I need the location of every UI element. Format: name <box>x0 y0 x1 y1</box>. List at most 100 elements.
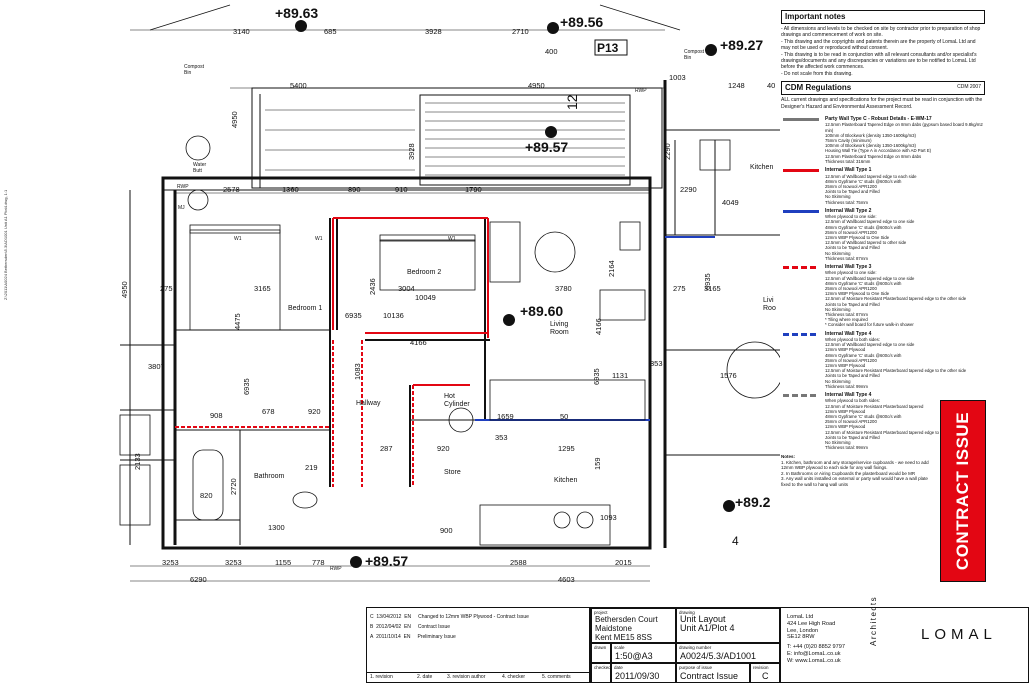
revision-header: 1. revision 2. date 3. revision author 4… <box>367 672 589 682</box>
dim: 3928 <box>425 27 442 36</box>
legend-line: 48mm Gypframe 'C' studs @600c/s with <box>825 178 902 184</box>
drawing-number: A0024/5.3/AD1001 <box>680 651 757 661</box>
legend-line: 12mm WBP Plywood <box>825 363 866 369</box>
legend-line: 25mm of Isowool APR1200 <box>825 183 877 189</box>
label: date <box>614 665 623 670</box>
legend-line: 12.5mm of Wallboard tapered edge to one … <box>825 219 915 225</box>
level-right: +89.2 <box>735 494 771 510</box>
dim: 10049 <box>415 293 436 302</box>
label-kitchen-right: Kitchen <box>750 164 773 171</box>
legend-line: 12.5mm of Moisture Resistant Plasterboar… <box>825 429 967 435</box>
dim: 920 <box>308 407 321 416</box>
rev-col: 5. comments <box>542 674 571 680</box>
dim: 3253 <box>225 558 242 567</box>
dim: 3253 <box>162 558 179 567</box>
firm-block: LomaL Ltd 424 Lee High Road Lee, London … <box>780 596 1029 683</box>
dim: 400 <box>545 47 558 56</box>
vertical-dimensions: 4950 3928 2290 4475 6935 2436 2164 4166 … <box>120 111 712 495</box>
marker-4: 4 <box>732 534 739 548</box>
marker-rwp: RWP <box>330 566 342 572</box>
rev-date: 2011/10/14 <box>376 634 401 640</box>
dim: 4603 <box>558 575 575 584</box>
dim: 50 <box>560 412 568 421</box>
dim: 908 <box>210 411 223 420</box>
legend-title: Internal Wall Type 1 <box>825 167 872 174</box>
dim: 1131 <box>612 371 628 380</box>
dim: 2290 <box>663 143 672 160</box>
dim: 1003 <box>669 73 686 82</box>
note-item: - All dimensions and levels to be checke… <box>781 26 981 39</box>
dim: 820 <box>200 491 213 500</box>
legend-line: No Skimming <box>825 306 851 312</box>
dim: 910 <box>395 185 408 194</box>
legend-line: 12mm WBP Plywood <box>825 408 866 414</box>
legend-line: Joints to be Taped and Filled <box>825 301 880 307</box>
legend-line: When plywood to one side: <box>825 270 877 276</box>
rev-desc: Contract Issue <box>417 624 451 630</box>
project-name: Bethersden Court Maidstone Kent ME15 8SS <box>595 615 658 642</box>
legend-title: Internal Wall Type 4 <box>825 392 872 399</box>
legend-line: 48mm Gypframe 'C' studs @600c/s with <box>825 352 902 358</box>
notes-list: - All dimensions and levels to be checke… <box>781 26 985 77</box>
dim: 2133 <box>133 453 142 470</box>
label: checked <box>594 665 611 670</box>
purpose-cell: purpose of issue Contract Issue <box>676 663 750 683</box>
rev-col: 1. revision <box>370 674 393 680</box>
dim: 900 <box>440 526 453 535</box>
legend-line: 12mm WBP Plywood <box>825 347 866 353</box>
legend-line: When plywood to both sides: <box>825 398 880 404</box>
legend-line: Joints to be Taped and Filled <box>825 434 880 440</box>
dim: 2436 <box>368 278 377 295</box>
email: E: info@LomaL.co.uk <box>787 650 841 657</box>
dim: 3780 <box>555 284 572 293</box>
dim: 2578 <box>223 185 240 194</box>
dim: 6935 <box>242 378 251 395</box>
dim: 3928 <box>407 143 416 160</box>
dim: 2720 <box>229 478 238 495</box>
legend-line: No Skimming <box>825 194 851 200</box>
dim: 2710 <box>512 27 529 36</box>
legend-line: 12mm WBP Plywood <box>825 424 866 430</box>
dim: 6935 <box>703 273 712 290</box>
dim: 2588 <box>510 558 527 567</box>
legend-line: No Skimming <box>825 250 851 256</box>
notes-panel: Important notes - All dimensions and lev… <box>781 10 985 487</box>
revision-table: C 13/04/2012 EN Changed to 12mm WBP Plyw… <box>366 607 590 683</box>
dim: 3140 <box>233 27 250 36</box>
note-item: - This drawing and the copyrights and pa… <box>781 38 976 52</box>
legend-line: 75mm Cavity (minimum) <box>825 138 872 144</box>
dim: 159 <box>593 457 602 470</box>
dim: 353 <box>650 359 663 368</box>
website: W: www.LomaL.co.uk <box>787 657 841 664</box>
label-bathroom: Bathroom <box>254 473 285 480</box>
label-bedroom-1: Bedroom 1 <box>288 305 322 312</box>
legend-line: 12.5mm of Moisture Resistant Plasterboar… <box>825 403 924 409</box>
dim: 1659 <box>497 412 514 421</box>
cdm-year: CDM 2007 <box>957 84 981 91</box>
dimension-text: 3140 685 3928 2710 400 1248 40 5400 4950… <box>148 27 775 584</box>
dim: 6935 <box>345 311 362 320</box>
level-center: +89.60 <box>520 303 563 319</box>
dim: 1248 <box>728 81 745 90</box>
legend-line: 12mm WBP Plywood to One Side <box>825 291 890 297</box>
legend-swatch <box>783 118 819 122</box>
level-upper: +89.57 <box>525 139 568 155</box>
legend-line: 25mm of Isowool APR1200 <box>825 357 877 363</box>
legend-footer-line: 1. Kitchen, bathroom and any storage/ser… <box>781 459 929 471</box>
level-markers <box>295 20 735 568</box>
dim: 1295 <box>558 444 575 453</box>
dim: 4950 <box>120 281 129 298</box>
level-top-mid: +89.56 <box>560 14 603 30</box>
legend-line: Joints to be Taped and Filled <box>825 373 880 379</box>
project-cell: project Bethersden Court Maidstone Kent … <box>591 608 676 643</box>
rev-col: 3. revision author <box>447 674 486 680</box>
rev-author: EN <box>404 614 412 620</box>
level-bottom: +89.57 <box>365 553 408 569</box>
marker-12: 12 <box>564 94 580 110</box>
legend-line: 12.5mm Plasterboard Tapered Edge on 8mm … <box>825 153 922 159</box>
